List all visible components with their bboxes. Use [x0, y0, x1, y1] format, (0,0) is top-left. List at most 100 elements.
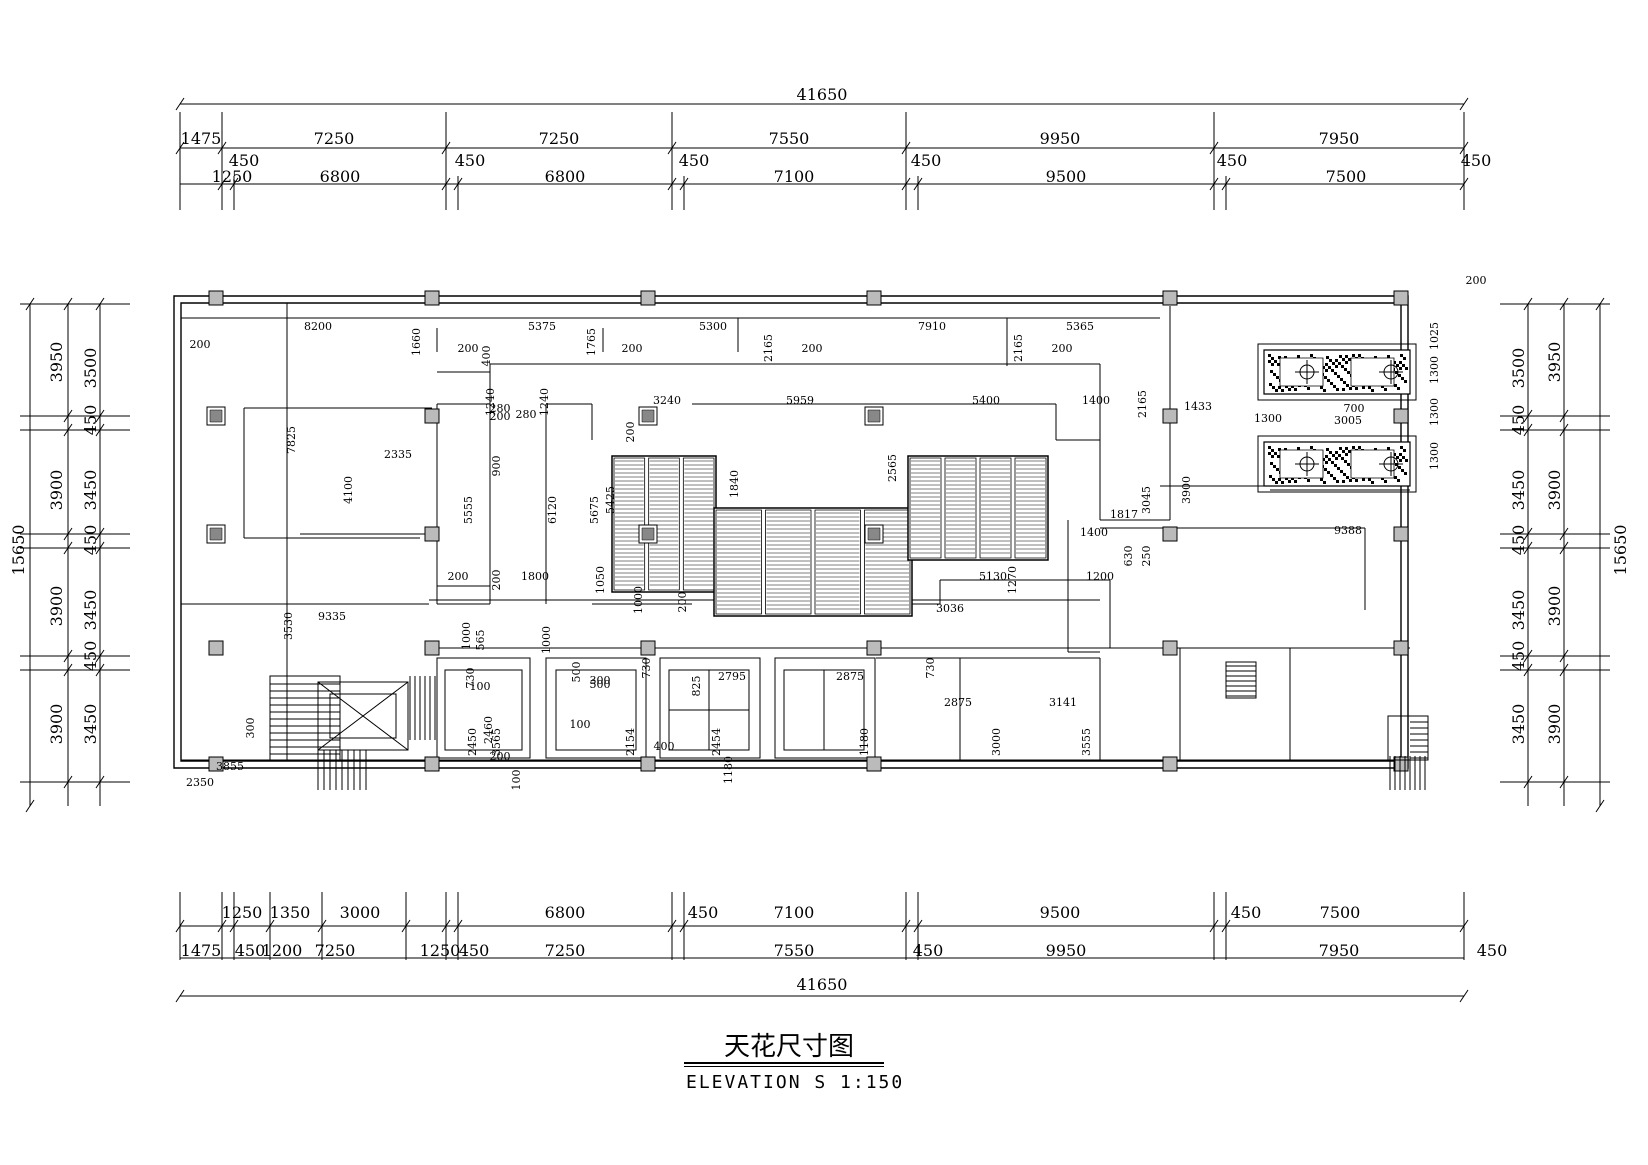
interior-dimension-label: 2335 [384, 448, 412, 461]
panel-pattern-dot [1355, 387, 1358, 390]
panel-pattern-dot [1405, 459, 1408, 462]
interior-dimension-label: 2460 [482, 716, 495, 744]
stairs-and-elevator [270, 662, 1428, 790]
top-dimension-label: 6800 [320, 167, 361, 186]
interior-dimension-label: 2165 [1136, 390, 1149, 418]
interior-dimension-label: 1050 [594, 566, 607, 594]
panel-pattern-dot [1278, 448, 1281, 451]
interior-dimension-label: 1800 [521, 570, 549, 583]
interior-dimension-label: 825 [690, 676, 703, 697]
panel-pattern-dot [1274, 452, 1277, 455]
panel-pattern-dot [1344, 460, 1347, 463]
interior-dimension-label: 3900 [1180, 476, 1193, 504]
interior-dimension-label: 5130 [979, 570, 1007, 583]
right-inner-label: 450 [1509, 641, 1528, 672]
interior-dimension-label: 280 [516, 408, 537, 421]
panel-pattern-dot [1342, 358, 1345, 361]
right-inner-label: 3450 [1509, 704, 1528, 745]
panel-pattern-dot [1268, 360, 1271, 363]
top-450-label: 450 [1217, 151, 1248, 170]
bottom-dimension-label: 6800 [545, 903, 586, 922]
interior-dimension-label: 4100 [342, 476, 355, 504]
elevator-cross [318, 682, 408, 750]
column [425, 641, 439, 655]
bottom-dimension-label: 1250 [222, 903, 263, 922]
panel-outer [1258, 344, 1416, 400]
panel-pattern-dot [1336, 388, 1339, 391]
panel-pattern-dot [1268, 354, 1271, 357]
panel-pattern-dot [1342, 480, 1345, 483]
interior-dimension-label: 200 [622, 342, 643, 355]
elevator-frame [318, 682, 408, 750]
column [1394, 409, 1408, 423]
panel-pattern-dot [1294, 388, 1297, 391]
interior-dimension-label: 400 [480, 346, 493, 367]
top-dimension-label: 7100 [774, 167, 815, 186]
panel-pattern-dot [1371, 481, 1374, 484]
top-dimension-label: 7250 [314, 129, 355, 148]
panel-pattern-dot [1394, 476, 1397, 479]
left-inner-label: 450 [81, 641, 100, 672]
panel-pattern-dot [1328, 366, 1331, 369]
panel-pattern-dot [1331, 461, 1334, 464]
panel-pattern-dot [1284, 356, 1287, 359]
top-dimension-label: 7500 [1326, 167, 1367, 186]
interior-dimension-label: 565 [474, 630, 487, 651]
panel-pattern-dot [1401, 469, 1404, 472]
dimension-tick [176, 98, 184, 110]
grille-cell [1015, 458, 1046, 558]
panel-pattern-dot [1393, 453, 1396, 456]
panel-pattern-dot [1400, 446, 1403, 449]
panel-pattern-dot [1344, 368, 1347, 371]
top-dimension-label: 1250 [212, 167, 253, 186]
door-panel [556, 670, 636, 750]
column [867, 641, 881, 655]
panel-pattern-dot [1278, 478, 1281, 481]
panel-pattern-dot [1310, 354, 1313, 357]
left-inner-label: 3450 [81, 470, 100, 511]
panel-pattern-dot [1268, 452, 1271, 455]
panel-pattern-dot [1291, 477, 1294, 480]
interior-dimension-label: 1270 [1006, 566, 1019, 594]
interior-dimension-label: 6120 [546, 496, 559, 524]
downlight [210, 528, 222, 540]
interior-dimension-label: 1000 [540, 626, 553, 654]
panel-pattern-dot [1362, 478, 1365, 481]
panel-pattern-dot [1269, 383, 1272, 386]
panel-pattern-dot [1399, 459, 1402, 462]
bottom-dimension-label: 9950 [1046, 941, 1087, 960]
panel-pattern-dot [1355, 479, 1358, 482]
downlight [868, 528, 880, 540]
panel-pattern-dot [1341, 457, 1344, 460]
panel-pattern-dot [1329, 359, 1332, 362]
panel-pattern-dot [1334, 464, 1337, 467]
right-inner-label: 450 [1509, 405, 1528, 436]
panel-pattern-dot [1400, 354, 1403, 357]
interior-dimension-label: 1300 [1428, 442, 1441, 470]
interior-dimension-label: 3000 [990, 728, 1003, 756]
panel-pattern-dot [1333, 477, 1336, 480]
downlight [210, 410, 222, 422]
panel-pattern-dot [1402, 364, 1405, 367]
panel-pattern-dot [1275, 389, 1278, 392]
left-inner-label: 3500 [81, 348, 100, 389]
panel-pattern-dot [1346, 384, 1349, 387]
left-outer-label: 3900 [47, 470, 66, 511]
interior-dimension-label: 730 [924, 658, 937, 679]
door-frame [437, 658, 530, 758]
panel-pattern-dot [1274, 360, 1277, 363]
panel-pattern-dot [1325, 461, 1328, 464]
panel-pattern-dot [1384, 480, 1387, 483]
panel-pattern-dot [1381, 385, 1384, 388]
downlight [642, 528, 654, 540]
panel-pattern-dot [1272, 386, 1275, 389]
panel-pattern-dot [1384, 388, 1387, 391]
column [1394, 291, 1408, 305]
panel-pattern-dot [1358, 354, 1361, 357]
left-outer-label: 3950 [47, 342, 66, 383]
panel-pattern-dot [1342, 450, 1345, 453]
panel-pattern-dot [1272, 478, 1275, 481]
left-inner-label: 3450 [81, 590, 100, 631]
panel-pattern-dot [1271, 363, 1274, 366]
